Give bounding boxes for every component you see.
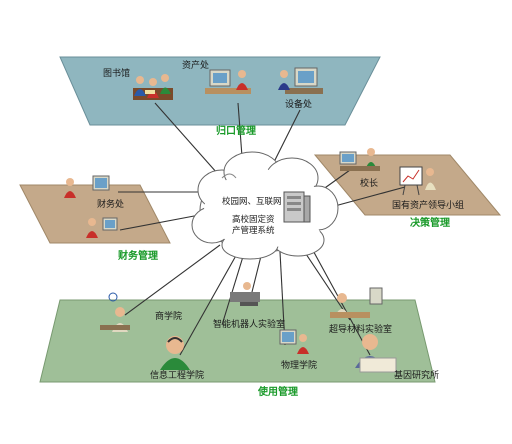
it-school-worker-icon [160, 336, 190, 370]
server-icon [283, 191, 311, 223]
physics-school-label: 物理学院 [281, 361, 318, 371]
finance-office-label: 财务处 [97, 200, 125, 210]
guikou-title: 归口管理 [216, 126, 256, 137]
system-label-line2: 产管理系统 [232, 226, 275, 236]
network-label: 校园网、互联网 [222, 197, 282, 207]
juece-title: 决策管理 [410, 218, 450, 229]
state-assets-group-label: 国有资产领导小组 [392, 201, 465, 211]
shiyong-title: 使用管理 [258, 387, 298, 398]
equipment-office-label: 设备处 [285, 100, 313, 110]
superconductor-lab-worker-icon [330, 287, 383, 318]
president-worker-icon [339, 148, 380, 171]
robot-lab-worker-icon [230, 282, 260, 306]
system-label-line1: 高校固定资 [232, 215, 275, 225]
presentation-board-icon [399, 166, 436, 196]
physics-school-worker-icon [279, 329, 309, 354]
library-label: 图书馆 [103, 69, 131, 79]
finance-workers-icon [64, 175, 118, 238]
president-label: 校长 [360, 179, 379, 189]
business-school-label: 商学院 [155, 312, 183, 322]
equipment-office-worker-icon [278, 67, 323, 94]
business-school-worker-icon [100, 292, 130, 332]
caiwu-title: 财务管理 [118, 251, 158, 262]
gene-institute-worker-icon [355, 334, 397, 373]
assets-office-worker-icon [205, 69, 251, 94]
superconductor-lab-label: 超导材料实验室 [329, 325, 393, 335]
it-school-label: 信息工程学院 [150, 371, 205, 381]
shiyong-plane [39, 299, 436, 383]
library-workers-icon [133, 74, 173, 100]
robot-lab-label: 智能机器人实验室 [213, 320, 286, 330]
assets-office-label: 资产处 [182, 61, 210, 71]
gene-institute-label: 基因研究所 [394, 371, 440, 381]
